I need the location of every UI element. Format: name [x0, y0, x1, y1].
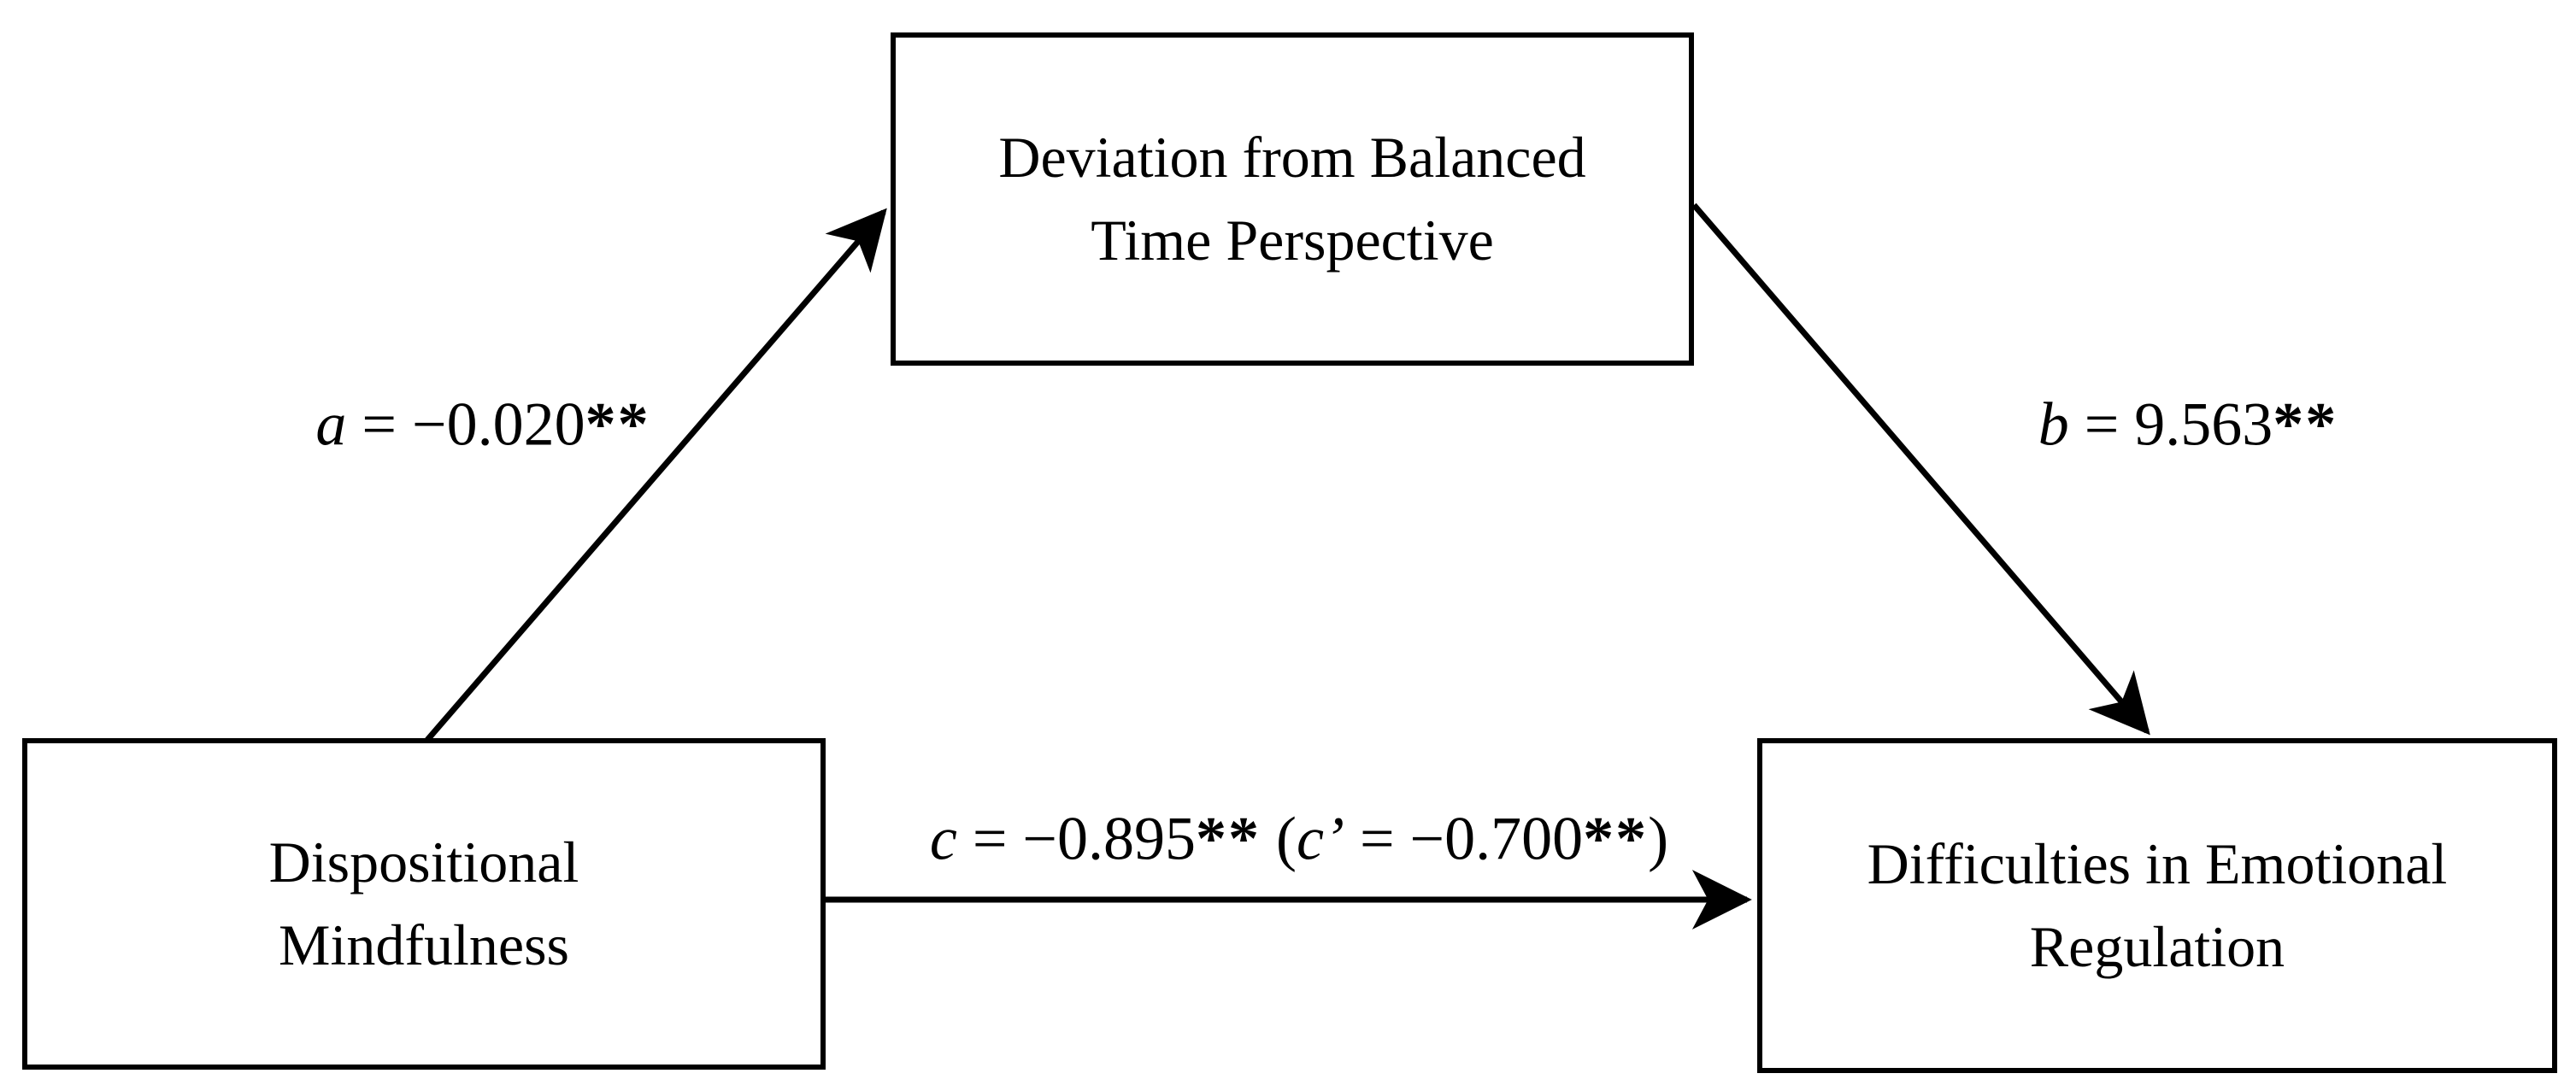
path-a-label: a = −0.020**: [315, 390, 650, 460]
path-b-value: = 9.563: [2068, 390, 2273, 459]
outcome-label-line2: Regulation: [2029, 914, 2285, 979]
predictor-box-label: Dispositional Mindfulness: [269, 821, 579, 986]
mediator-box-label: Deviation from Balanced Time Perspective: [998, 116, 1585, 281]
path-a-variable: a: [315, 390, 347, 459]
predictor-box: Dispositional Mindfulness: [22, 738, 826, 1070]
path-c-paren-open: (: [1261, 804, 1297, 873]
path-a-significance: **: [585, 390, 650, 459]
outcome-box: Difficulties in Emotional Regulation: [1757, 738, 2557, 1073]
predictor-label-line2: Mindfulness: [279, 912, 569, 977]
path-c-variable: c: [929, 804, 957, 873]
mediator-box: Deviation from Balanced Time Perspective: [891, 32, 1694, 366]
path-a-value: = −0.020: [346, 390, 585, 459]
path-b-arrow: [1691, 202, 2150, 736]
path-c-prime-value: = −0.700: [1344, 804, 1584, 873]
path-c-paren-close: ): [1648, 804, 1669, 873]
path-c-value: = −0.895: [956, 804, 1197, 873]
path-b-variable: b: [2038, 390, 2069, 459]
path-c-prime-variable: c’: [1297, 804, 1344, 873]
path-c-label: c = −0.895** (c’ = −0.700**): [930, 804, 1668, 875]
predictor-label-line1: Dispositional: [268, 830, 579, 895]
path-b-label: b = 9.563**: [2038, 390, 2338, 460]
outcome-box-label: Difficulties in Emotional Regulation: [1867, 823, 2448, 988]
mediator-label-line2: Time Perspective: [1091, 208, 1494, 273]
mediator-label-line1: Deviation from Balanced: [998, 125, 1586, 191]
path-c-prime-significance: **: [1583, 804, 1649, 873]
path-c-significance: **: [1196, 804, 1262, 873]
path-b-significance: **: [2273, 390, 2338, 459]
outcome-label-line1: Difficulties in Emotional: [1867, 831, 2448, 897]
path-a-arrow: [425, 208, 887, 742]
